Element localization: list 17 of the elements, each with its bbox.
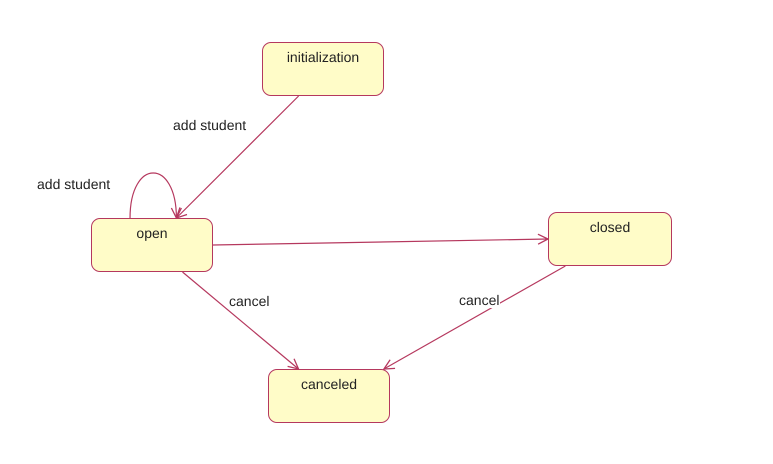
transition-arrow <box>176 96 300 219</box>
state-box <box>262 42 384 96</box>
transition-arrow <box>383 265 566 370</box>
state-name: open <box>136 224 168 243</box>
edge-label: add student <box>36 176 112 192</box>
edge-label: cancel <box>228 293 270 309</box>
edge-label: cancel <box>458 292 500 308</box>
state-box <box>268 369 390 423</box>
state-box <box>91 218 213 272</box>
state-box <box>548 212 672 266</box>
state-name: closed <box>590 218 630 237</box>
state-name: canceled <box>300 375 358 394</box>
transition-arrow <box>129 172 182 219</box>
edge-label: add student <box>172 117 248 133</box>
state-name: initialization <box>286 48 360 67</box>
transition-arrow <box>212 234 549 246</box>
transition-arrow <box>182 272 300 370</box>
